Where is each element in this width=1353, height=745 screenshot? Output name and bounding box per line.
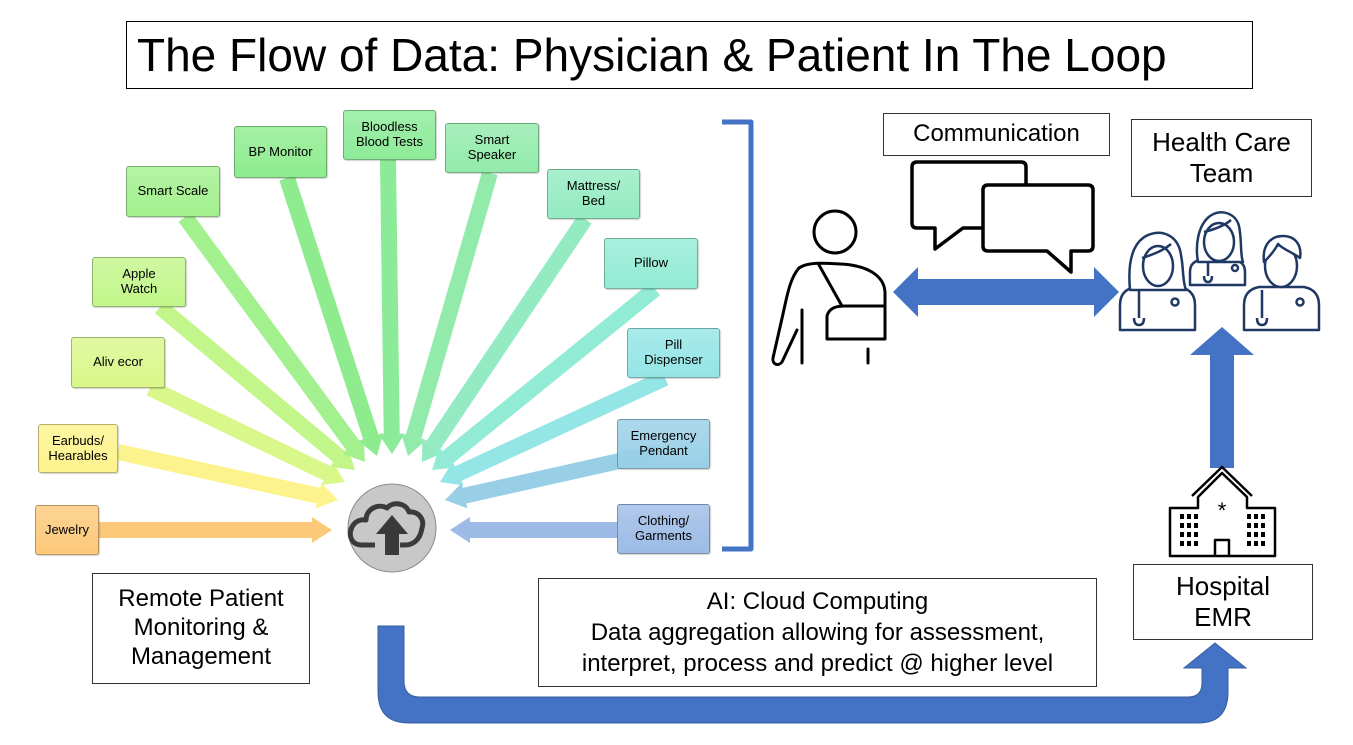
hospital-emr-label: Hospital EMR xyxy=(1133,564,1313,640)
arrow-bloodless-blood-tests-to-cloud xyxy=(378,159,405,454)
hospital-window xyxy=(1254,514,1258,519)
hospital-window xyxy=(1254,541,1258,546)
diagram-title: The Flow of Data: Physician & Patient In… xyxy=(126,21,1253,89)
device-box-pill-dispenser: Pill Dispenser xyxy=(627,328,720,378)
ai-cloud-computing-box: AI: Cloud Computing Data aggregation all… xyxy=(538,578,1097,687)
hospital-window xyxy=(1187,541,1191,546)
device-label: Mattress/ Bed xyxy=(566,178,621,208)
diagram-title-text: The Flow of Data: Physician & Patient In… xyxy=(137,29,1167,81)
patient-with-arm-sling-icon xyxy=(771,209,887,367)
hospital-window xyxy=(1187,532,1191,537)
device-label: Aliv ecor xyxy=(93,354,143,370)
device-box-alivecor: Aliv ecor xyxy=(71,337,165,388)
cloud-upload-icon xyxy=(347,483,437,573)
device-arrows xyxy=(99,159,669,543)
hospital-window xyxy=(1247,532,1251,537)
hospital-window xyxy=(1247,523,1251,528)
device-label: Smart Scale xyxy=(137,183,209,199)
device-label: Earbuds/ Hearables xyxy=(48,432,108,463)
hospital-window xyxy=(1187,523,1191,528)
arrow-earbuds-hearables-to-cloud xyxy=(116,444,338,509)
remote-monitoring-text: Remote Patient Monitoring & Management xyxy=(118,585,284,670)
hospital-window xyxy=(1254,532,1258,537)
device-label: Apple Watch xyxy=(120,266,158,296)
device-box-apple-watch: Apple Watch xyxy=(92,257,186,307)
device-label: Smart Speaker xyxy=(467,132,517,162)
hospital-to-team-arrow xyxy=(1190,327,1254,468)
hospital-window xyxy=(1194,514,1198,519)
hospital-window xyxy=(1261,541,1265,546)
svg-text:*: * xyxy=(1218,498,1227,523)
arrow-pillow-to-cloud xyxy=(432,282,661,470)
hospital-window xyxy=(1187,514,1191,519)
arrow-alivecor-to-cloud xyxy=(146,380,345,486)
device-label: Bloodless Blood Tests xyxy=(356,119,423,149)
device-box-mattress-bed: Mattress/ Bed xyxy=(547,169,640,219)
arrow-apple-watch-to-cloud xyxy=(154,300,355,470)
hospital-window xyxy=(1180,514,1184,519)
ai-box-line1: Data aggregation allowing for assessment… xyxy=(590,618,1045,646)
device-box-emergency-pendant: Emergency Pendant xyxy=(617,419,710,469)
ai-box-line2: interpret, process and predict @ higher … xyxy=(581,650,1054,678)
arrow-bp-monitor-to-cloud xyxy=(279,175,384,456)
device-box-bloodless-blood-tests: Bloodless Blood Tests xyxy=(343,110,436,160)
health-care-team-icon xyxy=(1118,211,1321,332)
health-care-team-text: Health Care Team xyxy=(1152,126,1291,188)
hospital-window xyxy=(1180,541,1184,546)
device-box-pillow: Pillow xyxy=(604,238,698,289)
remote-monitoring-label: Remote Patient Monitoring & Management xyxy=(92,573,310,684)
device-box-smart-scale: Smart Scale xyxy=(126,166,220,217)
speech-bubbles-icon xyxy=(910,160,1095,274)
device-box-bp-monitor: BP Monitor xyxy=(234,126,327,178)
hospital-window xyxy=(1194,532,1198,537)
arrow-smart-speaker-to-cloud xyxy=(401,170,498,456)
arrow-pill-dispenser-to-cloud xyxy=(440,370,669,486)
device-group-bracket xyxy=(722,119,754,552)
device-label: Pill Dispenser xyxy=(644,337,703,367)
hospital-window xyxy=(1261,532,1265,537)
hospital-window xyxy=(1194,523,1198,528)
hospital-window xyxy=(1254,523,1258,528)
arrow-jewelry-to-cloud xyxy=(99,517,332,543)
communication-label: Communication xyxy=(883,113,1110,156)
hospital-window xyxy=(1180,523,1184,528)
device-label: BP Monitor xyxy=(248,143,313,159)
device-label: Jewelry xyxy=(44,521,90,537)
device-label: Pillow xyxy=(634,255,668,271)
patient-team-communication-arrow xyxy=(893,267,1119,317)
hospital-window xyxy=(1261,514,1265,519)
device-box-clothing-garments: Clothing/ Garments xyxy=(617,504,710,554)
ai-box-title: AI: Cloud Computing xyxy=(706,587,929,615)
device-box-jewelry: Jewelry xyxy=(35,505,99,555)
arrow-clothing-garments-to-cloud xyxy=(450,517,617,543)
hospital-window xyxy=(1194,541,1198,546)
arrow-emergency-pendant-to-cloud xyxy=(445,444,662,509)
hospital-window xyxy=(1247,541,1251,546)
hospital-emr-text: Hospital EMR xyxy=(1176,570,1270,632)
arrow-smart-scale-to-cloud xyxy=(178,212,365,462)
device-box-smart-speaker: Smart Speaker xyxy=(445,123,539,173)
communication-text: Communication xyxy=(913,120,1080,148)
health-care-team-label: Health Care Team xyxy=(1131,119,1312,197)
arrow-mattress-bed-to-cloud xyxy=(422,214,592,462)
device-box-earbuds-hearables: Earbuds/ Hearables xyxy=(38,424,118,473)
hospital-window xyxy=(1180,532,1184,537)
device-label: Clothing/ Garments xyxy=(634,513,693,543)
device-label: Emergency Pendant xyxy=(630,428,697,458)
hospital-window xyxy=(1247,514,1251,519)
hospital-window xyxy=(1261,523,1265,528)
cloud-to-hospital-arrow xyxy=(377,625,1248,724)
hospital-building-icon: * xyxy=(1168,465,1277,558)
